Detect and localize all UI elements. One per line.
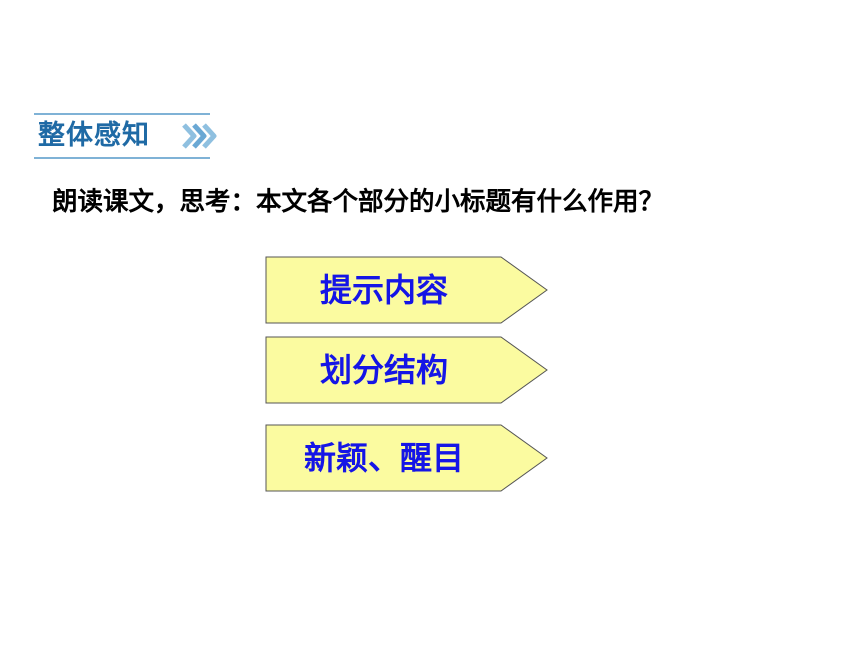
arrow-pentagon-shape	[265, 256, 548, 324]
answer-arrow-box: 划分结构	[265, 336, 549, 404]
section-title: 整体感知	[38, 120, 150, 151]
answer-label: 提示内容	[319, 271, 448, 309]
answer-label: 划分结构	[319, 351, 448, 389]
arrow-pentagon-shape	[265, 424, 548, 492]
heading-bottom-rule	[34, 157, 210, 159]
question-text: 朗读课文，思考：本文各个部分的小标题有什么作用？	[52, 187, 665, 217]
arrow-pentagon-shape	[265, 336, 548, 404]
double-chevron-right-icon	[182, 123, 217, 149]
heading-top-rule	[34, 113, 210, 115]
answer-arrow-box: 新颖、醒目	[265, 424, 549, 492]
section-heading: 整体感知	[34, 113, 217, 161]
answer-label: 新颖、醒目	[303, 439, 464, 477]
answer-arrow-box: 提示内容	[265, 256, 549, 324]
